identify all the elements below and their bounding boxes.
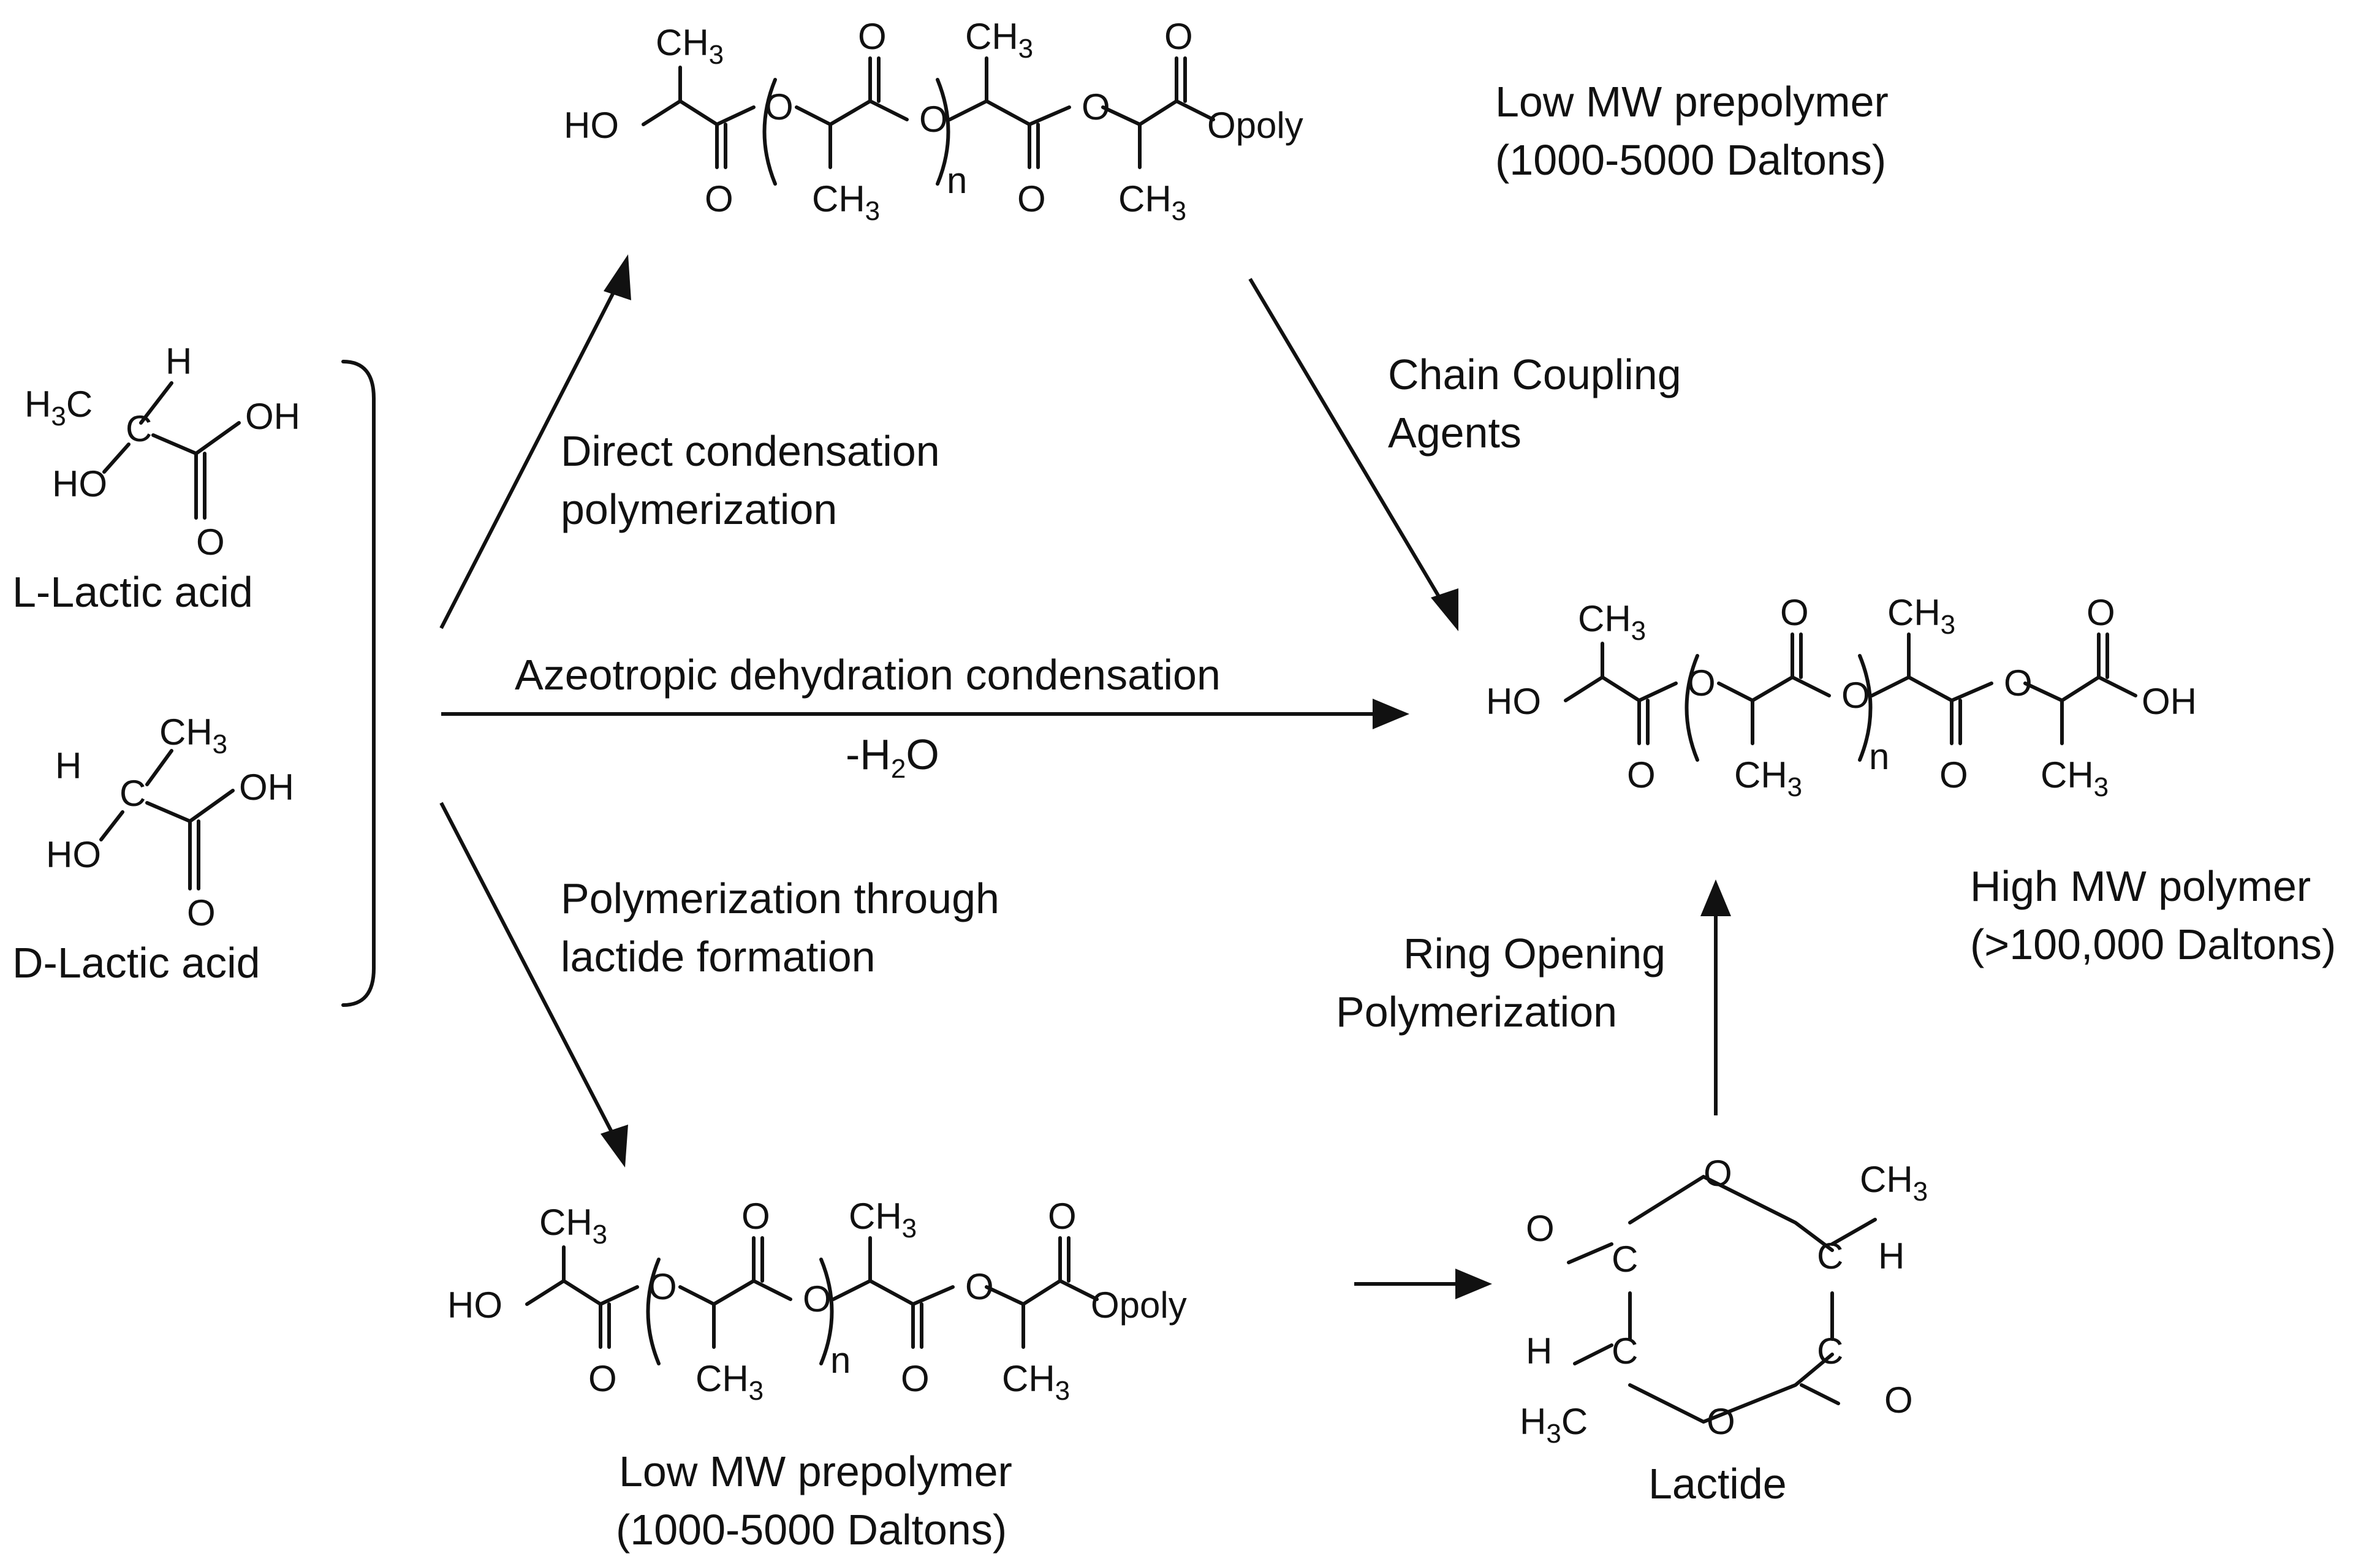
poly-end-group-label: Opoly <box>1207 105 1303 146</box>
carbonyl-oxygen-label: O <box>196 522 225 563</box>
bottom-prepolymer-mw: (1000-5000 Daltons) <box>616 1506 1007 1554</box>
prepolymer-to-lactide-arrow <box>1354 1269 1492 1299</box>
d-lactic-acid-structure: CH3 H C OH HO O D-Lactic acid <box>12 712 294 987</box>
lactide-label: Lactide <box>1648 1460 1787 1508</box>
lactide-structure: O C O C CH3 H C O O C H H3C Lactide <box>1520 1153 1928 1508</box>
hydroxyl-label: HO <box>46 834 101 875</box>
hydrogen-label: H <box>165 341 192 382</box>
hydrogen-label: H <box>1526 1331 1552 1372</box>
hydroxyl-end-label: OH <box>2142 681 2197 722</box>
l-lactic-acid-label: L-Lactic acid <box>12 568 253 616</box>
direct-condensation-arrow <box>439 254 631 629</box>
methyl-label: H3C <box>1520 1401 1588 1449</box>
lactide-route-arrow <box>439 802 628 1167</box>
bottom-prepolymer-title: Low MW prepolymer <box>619 1448 1012 1495</box>
carbon-label: C <box>1612 1331 1638 1372</box>
d-lactic-acid-label: D-Lactic acid <box>12 939 260 987</box>
hydroxyl-label: OH <box>239 767 294 808</box>
high-mw-polymer-mw: (>100,000 Daltons) <box>1970 921 2336 968</box>
top-prepolymer-title: Low MW prepolymer <box>1495 78 1889 126</box>
carbonyl-oxygen-label: O <box>1884 1380 1913 1421</box>
ring-oxygen-label: O <box>1704 1153 1732 1194</box>
top-prepolymer-mw: (1000-5000 Daltons) <box>1495 136 1886 184</box>
hydrogen-label: H <box>55 745 81 786</box>
methyl-label: H3C <box>25 384 93 431</box>
direct-condensation-label: Direct condensation <box>561 427 940 475</box>
carbon-label: C <box>1817 1236 1843 1277</box>
direct-condensation-label-2: polymerization <box>561 485 837 533</box>
azeotropic-arrow <box>441 699 1409 729</box>
chain-coupling-label-2: Agents <box>1388 409 1522 457</box>
carbon-label: C <box>119 773 146 814</box>
carbonyl-oxygen-label: O <box>187 892 216 933</box>
hydroxyl-label: OH <box>245 396 300 437</box>
azeotropic-label: Azeotropic dehydration condensation <box>515 651 1221 699</box>
l-lactic-acid-structure: H3C H C OH HO O L-Lactic acid <box>12 341 300 616</box>
carbon-label: C <box>1612 1239 1638 1280</box>
water-byproduct-label: -H2O <box>846 731 939 784</box>
lactide-route-label: Polymerization through <box>561 875 999 922</box>
top-prepolymer-structure: Opoly <box>564 16 1303 226</box>
high-mw-polymer-title: High MW polymer <box>1970 862 2311 910</box>
poly-end-group-label: Opoly <box>1091 1285 1187 1326</box>
ring-opening-label: Ring Opening <box>1403 930 1666 978</box>
reactant-bracket <box>341 360 376 1007</box>
ring-oxygen-label: O <box>1707 1401 1735 1442</box>
chain-coupling-arrow <box>1248 278 1458 631</box>
carbon-label: C <box>1817 1331 1843 1372</box>
carbonyl-oxygen-label: O <box>1526 1208 1555 1249</box>
methyl-label: CH3 <box>159 712 227 759</box>
bottom-prepolymer-structure: Opoly <box>447 1196 1187 1406</box>
hydroxyl-label: HO <box>52 463 107 504</box>
lactide-route-label-2: lactide formation <box>561 933 876 981</box>
ring-opening-label-2: Polymerization <box>1336 988 1617 1036</box>
chain-coupling-label: Chain Coupling <box>1388 351 1681 398</box>
high-mw-polymer-structure: OH <box>1486 592 2197 802</box>
methyl-label: CH3 <box>1860 1159 1928 1207</box>
ring-opening-arrow <box>1700 879 1731 1115</box>
hydrogen-label: H <box>1878 1236 1904 1277</box>
